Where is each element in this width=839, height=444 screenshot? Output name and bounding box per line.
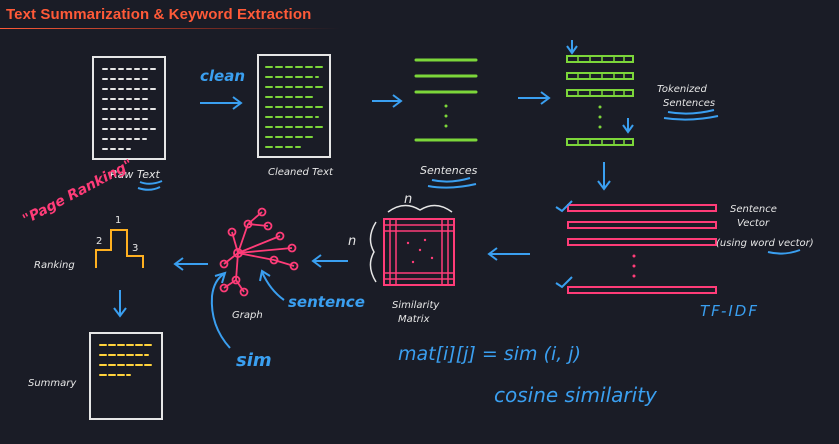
sentence-graph <box>219 207 299 297</box>
rank-2: 2 <box>96 236 102 247</box>
rank-3: 3 <box>132 243 138 254</box>
sentence-vector-label-2: Vector <box>737 218 770 229</box>
arrow-to-matrix <box>487 247 530 261</box>
ranking-label: Ranking <box>34 260 75 271</box>
rank-1: 1 <box>115 215 121 226</box>
tf-idf-label: TF-IDF <box>700 302 759 320</box>
tokenized-sentences <box>566 55 634 146</box>
sentence-vector-label-3: (using word vector) <box>716 238 814 249</box>
matrix-n-left: n <box>348 234 356 249</box>
arrow-to-summary <box>113 290 127 318</box>
page-title: Text Summarization & Keyword Extraction <box>6 6 312 23</box>
similarity-matrix <box>383 218 455 286</box>
arrow-clean <box>200 96 243 110</box>
cleaned-text-label: Cleaned Text <box>268 167 334 178</box>
sim-annotation: sim <box>236 350 272 371</box>
arrow-to-vectors <box>597 162 611 191</box>
formula-text: mat[i][j] = sim (i, j) <box>398 343 581 365</box>
sentence-annotation: sentence <box>288 293 365 311</box>
ranking-podium <box>95 229 144 268</box>
sentences-ellipsis <box>444 104 448 128</box>
raw-text-label: Raw Text <box>110 168 161 181</box>
arrow-to-ranking <box>173 257 208 271</box>
graph-label: Graph <box>232 310 263 321</box>
clean-label: clean <box>200 67 245 85</box>
tokenized-label-1: Tokenized <box>657 84 707 95</box>
summary-document <box>89 332 163 420</box>
arrow-to-graph <box>311 254 348 268</box>
sentences-label: Sentences <box>420 164 478 177</box>
title-underline <box>0 28 340 29</box>
token-pointer-arrows <box>566 40 634 134</box>
sentence-vector-label-1: Sentence <box>730 204 777 215</box>
cleaned-text-document <box>257 54 331 158</box>
sentences-list <box>414 58 478 142</box>
arrow-to-tokenized <box>518 91 551 105</box>
arrow-to-sentences <box>372 94 403 108</box>
similarity-label-1: Similarity <box>392 300 440 311</box>
raw-text-document <box>92 56 166 160</box>
sentence-vectors <box>567 204 717 294</box>
cosine-similarity-text: cosine similarity <box>494 383 658 407</box>
tokenized-label-2: Sentences <box>663 98 715 109</box>
summary-label: Summary <box>28 378 77 389</box>
similarity-label-2: Matrix <box>398 314 430 325</box>
matrix-n-top: n <box>404 192 412 207</box>
